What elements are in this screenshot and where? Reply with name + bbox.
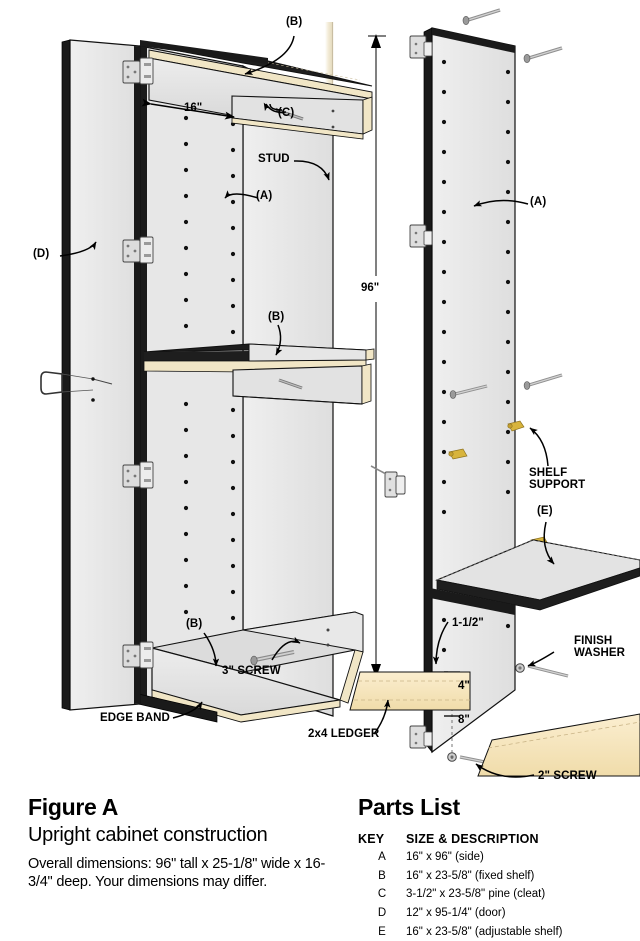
dimension-label-4: 4" <box>458 680 470 692</box>
ledger-2x4-right <box>478 714 640 776</box>
ledger-2x4-left <box>350 672 470 710</box>
callout-b-bottom: (B) <box>186 618 202 630</box>
part-key: B <box>358 867 406 886</box>
callout-d-door: (D) <box>33 248 49 260</box>
dimension-label-16: 16" <box>184 102 202 114</box>
hinge-lower-mid <box>123 462 153 488</box>
screw-icon-4 <box>524 375 562 390</box>
parts-list-header: KEY SIZE & DESCRIPTION <box>358 832 636 846</box>
callout-a-left: (A) <box>256 190 272 202</box>
callout-shelf-support: SHELF SUPPORT <box>529 467 585 491</box>
part-key: C <box>358 885 406 904</box>
callout-ledger: 2x4 LEDGER <box>308 728 379 740</box>
part-key: D <box>358 904 406 923</box>
part-description: 16" x 96" (side) <box>406 848 636 867</box>
hinge-upper-mid <box>123 237 153 263</box>
hinge-bottom <box>123 642 153 668</box>
callout-c-cleat: (C) <box>278 107 294 119</box>
part-description: 16" x 23-5/8" (fixed shelf) <box>406 867 636 886</box>
callout-edge-band: EDGE BAND <box>100 712 170 724</box>
callout-finish-washer: FINISH WASHER <box>574 635 625 659</box>
dimension-label-96: 96" <box>361 282 379 294</box>
part-description: 3-1/2" x 23-5/8" pine (cleat) <box>406 885 636 904</box>
figure-description: Overall dimensions: 96" tall x 25-1/8" w… <box>28 856 328 891</box>
column-header-desc: SIZE & DESCRIPTION <box>406 832 539 846</box>
dimension-label-1-1-2: 1-1/2" <box>452 617 484 629</box>
callout-stud: STUD <box>258 153 290 165</box>
door-panel-D <box>41 40 140 710</box>
screw-icon-2 <box>524 48 562 63</box>
finish-washer-screw <box>516 664 568 676</box>
left-inner-panel <box>140 46 243 704</box>
callout-b-mid: (B) <box>268 311 284 323</box>
hinge-top <box>123 58 153 84</box>
part-description: 12" x 95-1/4" (door) <box>406 904 636 923</box>
part-key: A <box>358 848 406 867</box>
part-description: 16" x 23-5/8" (adjustable shelf) <box>406 923 636 941</box>
figure-a-block: Figure A Upright cabinet construction Ov… <box>28 794 328 891</box>
left-cabinet-assembly <box>41 40 374 722</box>
callout-b-top: (B) <box>286 16 302 28</box>
part-key: E <box>358 923 406 941</box>
callout-screw-2in: 2" SCREW <box>538 770 597 782</box>
dimension-label-8: 8" <box>458 714 470 726</box>
figure-subtitle: Upright cabinet construction <box>28 824 328 847</box>
callout-e-shelf: (E) <box>537 505 553 517</box>
column-header-key: KEY <box>358 832 406 846</box>
callout-screw-3in: 3" SCREW <box>222 665 281 677</box>
figure-title: Figure A <box>28 794 328 821</box>
callout-a-right: (A) <box>530 196 546 208</box>
parts-list-title: Parts List <box>358 794 636 821</box>
screw-icon-1 <box>463 10 500 25</box>
